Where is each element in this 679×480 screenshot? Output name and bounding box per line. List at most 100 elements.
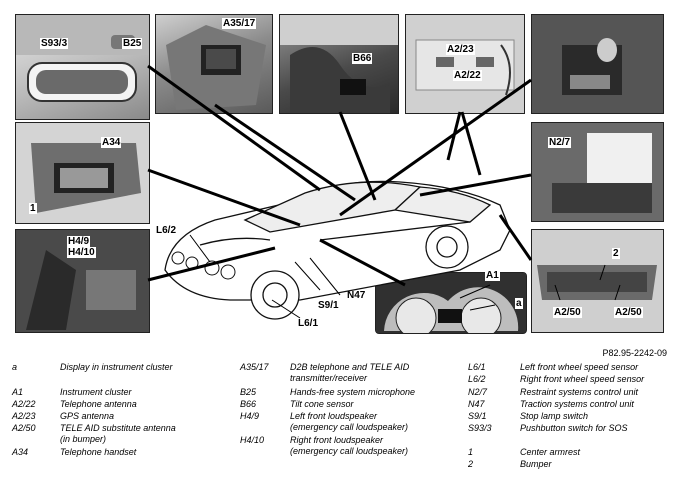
legend-code: A35/17 bbox=[240, 362, 269, 372]
legend-item: B66 Tilt cone sensor bbox=[240, 399, 460, 411]
trunk-module-drawing bbox=[166, 25, 266, 110]
legend-desc: Tilt cone sensor bbox=[290, 399, 354, 409]
callout-a2-50-left: A2/50 bbox=[553, 307, 582, 318]
legend-code: B25 bbox=[240, 387, 257, 397]
legend-code: N2/7 bbox=[468, 387, 488, 397]
handset-drawing bbox=[16, 123, 149, 223]
legend-desc: TELE AID substitute antenna (in bumper) bbox=[60, 423, 176, 444]
legend-item: A2/50 TELE AID substitute antenna (in bu… bbox=[12, 423, 232, 447]
callout-display-a: a bbox=[515, 298, 523, 309]
photo-restraint-control-unit bbox=[531, 122, 664, 222]
legend-item: S9/1 Stop lamp switch bbox=[468, 411, 673, 423]
callout-l6-2: L6/2 bbox=[156, 225, 177, 236]
legend-item: 2 Bumper bbox=[468, 459, 673, 471]
legend-code: 1 bbox=[468, 447, 474, 457]
leader-lines bbox=[147, 64, 533, 287]
legend-code: H4/9 bbox=[240, 411, 260, 421]
legend-code: A2/23 bbox=[12, 411, 36, 421]
legend-code: A34 bbox=[12, 447, 29, 457]
legend-item: 1 Center armrest bbox=[468, 447, 673, 459]
rear-wheel bbox=[425, 225, 469, 269]
legend-desc: Hands-free system microphone bbox=[290, 387, 416, 397]
legend-item: A34 Telephone handset bbox=[12, 447, 232, 459]
instrument-cluster-drawing bbox=[376, 273, 526, 333]
callout-s93-3: S93/3 bbox=[40, 38, 69, 49]
photo-instrument-cluster bbox=[375, 272, 527, 334]
legend-code: H4/10 bbox=[240, 435, 265, 445]
legend-item: B25 Hands-free system microphone bbox=[240, 387, 460, 399]
legend: a Display in instrument cluster A1 Instr… bbox=[0, 340, 679, 480]
car-body bbox=[164, 180, 511, 301]
legend-desc: Stop lamp switch bbox=[520, 411, 589, 421]
callout-bumper: 2 bbox=[612, 248, 620, 259]
figure-reference: P82.95-2242-09 bbox=[602, 348, 667, 358]
legend-desc: Telephone antenna bbox=[60, 399, 137, 409]
legend-item: H4/10 Right front loudspeaker (emergency… bbox=[240, 435, 460, 459]
legend-code: L6/1 bbox=[468, 362, 486, 372]
photo-telephone-handset bbox=[15, 122, 150, 224]
legend-code: L6/2 bbox=[468, 374, 486, 384]
photo-center-console bbox=[531, 14, 664, 114]
callout-h4-9: H4/9 bbox=[67, 236, 91, 247]
legend-item: A2/22 Telephone antenna bbox=[12, 399, 232, 411]
roof-antenna-drawing bbox=[406, 15, 524, 113]
legend-code: 2 bbox=[468, 459, 474, 469]
legend-desc: Right front loudspeaker (emergency call … bbox=[290, 435, 409, 456]
legend-item: L6/2 Right front wheel speed sensor bbox=[468, 374, 673, 386]
callout-h4-10: H4/10 bbox=[67, 247, 96, 258]
legend-desc: Pushbutton switch for SOS bbox=[520, 423, 628, 433]
legend-item: N2/7 Restraint systems control unit bbox=[468, 387, 673, 399]
legend-item: A2/23 GPS antenna bbox=[12, 411, 232, 423]
legend-item: N47 Traction systems control unit bbox=[468, 399, 673, 411]
callout-a35-17: A35/17 bbox=[222, 18, 257, 29]
legend-desc: GPS antenna bbox=[60, 411, 115, 421]
legend-desc: Instrument cluster bbox=[60, 387, 132, 397]
footwell-drawing bbox=[16, 230, 149, 332]
callout-a1: A1 bbox=[485, 270, 500, 281]
callout-center-armrest: 1 bbox=[29, 203, 37, 214]
callout-l6-1: L6/1 bbox=[298, 318, 319, 329]
legend-item: L6/1 Left front wheel speed sensor bbox=[468, 362, 673, 374]
callout-a2-22: A2/22 bbox=[453, 70, 482, 81]
legend-desc: Left front wheel speed sensor bbox=[520, 362, 639, 372]
legend-code: A2/50 bbox=[12, 423, 36, 433]
legend-item: a Display in instrument cluster bbox=[12, 362, 232, 386]
legend-code: N47 bbox=[468, 399, 485, 409]
legend-desc: Traction systems control unit bbox=[520, 399, 634, 409]
photo-tilt-cone-sensor bbox=[279, 14, 399, 114]
callout-n2-7: N2/7 bbox=[548, 137, 572, 148]
callout-a2-23: A2/23 bbox=[446, 44, 475, 55]
legend-desc: Telephone handset bbox=[60, 447, 137, 457]
legend-item: H4/9 Left front loudspeaker (emergency c… bbox=[240, 411, 460, 435]
callout-a34: A34 bbox=[101, 137, 122, 148]
legend-code: A2/22 bbox=[12, 399, 36, 409]
callout-b66: B66 bbox=[352, 53, 373, 64]
console-drawing bbox=[532, 15, 663, 113]
legend-code: B66 bbox=[240, 399, 257, 409]
callout-a2-50-right: A2/50 bbox=[614, 307, 643, 318]
thin-leaders bbox=[189, 234, 621, 319]
callout-b25: B25 bbox=[122, 38, 143, 49]
legend-item: A1 Instrument cluster bbox=[12, 387, 232, 399]
tilt-sensor-drawing bbox=[280, 15, 398, 113]
legend-desc: D2B telephone and TELE AID transmitter/r… bbox=[290, 362, 410, 383]
callout-s9-1: S9/1 bbox=[318, 300, 339, 311]
diagram-figure: S93/3 B25 A35/17 B66 A2/23 A2/22 A34 1 N… bbox=[15, 14, 664, 334]
legend-item: S93/3 Pushbutton switch for SOS bbox=[468, 423, 673, 435]
legend-code: A1 bbox=[12, 387, 24, 397]
callout-n47: N47 bbox=[347, 290, 366, 301]
car-drawing bbox=[147, 64, 621, 320]
legend-code: S93/3 bbox=[468, 423, 492, 433]
legend-item: A35/17 D2B telephone and TELE AID transm… bbox=[240, 362, 460, 386]
legend-desc: Left front loudspeaker (emergency call l… bbox=[290, 411, 409, 432]
legend-desc: Bumper bbox=[520, 459, 552, 469]
legend-code: S9/1 bbox=[468, 411, 487, 421]
photo-sos-switch-microphone bbox=[15, 14, 150, 120]
legend-desc: Display in instrument cluster bbox=[60, 362, 173, 372]
legend-desc: Center armrest bbox=[520, 447, 581, 457]
front-wheel bbox=[250, 270, 300, 320]
photo-antennas bbox=[405, 14, 525, 114]
legend-desc: Right front wheel speed sensor bbox=[520, 374, 645, 384]
legend-code: a bbox=[12, 362, 18, 372]
legend-desc: Restraint systems control unit bbox=[520, 387, 639, 397]
